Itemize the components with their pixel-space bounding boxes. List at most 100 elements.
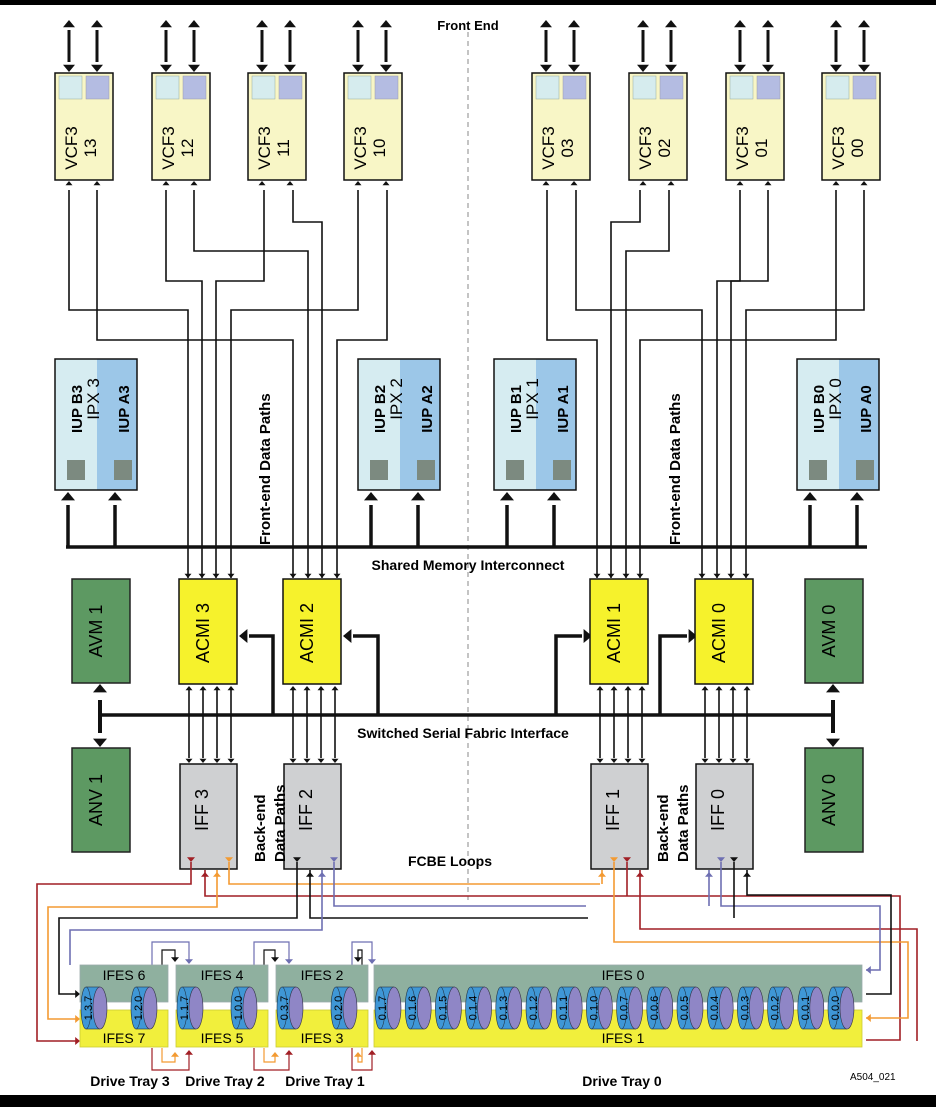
arrow-down-icon [304, 573, 312, 578]
ipx-box-border [796, 358, 880, 491]
arrow-up-icon [331, 686, 339, 691]
arrow-up-icon [610, 686, 618, 691]
arrow-up-icon [201, 872, 209, 877]
drive-cap [188, 986, 204, 1030]
acmi-label: ACMI 1 [604, 603, 624, 663]
iff-card: IFF 2 [283, 763, 342, 870]
acmi-card: ACMI 0 [694, 578, 754, 763]
arrow-up-icon [596, 686, 604, 691]
arrow-right-icon [688, 629, 697, 643]
iup-port-a [553, 460, 571, 480]
vcf-port-a [825, 75, 850, 100]
drive-disk: 1.1.7 [176, 986, 204, 1030]
drive-label: 1.3.7 [83, 996, 95, 1020]
arrow-down-icon [91, 64, 103, 72]
vcf-port-a [155, 75, 180, 100]
drive-disk: 1.2.0 [130, 986, 158, 1030]
arrow-down-icon [713, 573, 721, 578]
ifes-bottom-label: IFES 1 [602, 1030, 645, 1046]
arrow-right-icon [75, 990, 80, 998]
drive-cap [598, 986, 613, 1030]
front-end-paths-left-label: Front-end Data Paths [257, 393, 274, 545]
drive-disk: 0.1.4 [465, 986, 492, 1030]
arrow-down-icon [318, 573, 326, 578]
arrow-left-icon [239, 629, 248, 643]
iff-box [590, 763, 649, 870]
arrow-down-icon [185, 758, 193, 763]
anv-card: ANV 1 [71, 747, 131, 853]
arrow-up-icon [352, 20, 364, 28]
drive-cap [92, 986, 108, 1030]
fabric-acmi-link [353, 634, 380, 715]
iup-port-b [67, 460, 85, 480]
avm-card: AVM 0 [804, 578, 864, 684]
drive-back [276, 986, 288, 1030]
arrow-up-icon [258, 181, 266, 186]
arrow-down-icon [623, 857, 631, 862]
arrow-up-icon [188, 20, 200, 28]
drive-cap [416, 986, 432, 1030]
vcf-port-b [659, 75, 684, 100]
switched-fabric-label: Switched Serial Fabric Interface [357, 725, 569, 741]
drive-label: 0.1.1 [558, 996, 570, 1020]
vcf-label-name: VCF3 [351, 126, 370, 169]
drive-disk: 0.0.5 [676, 986, 704, 1030]
acmi-label: ACMI 0 [709, 603, 729, 663]
vcf-port-a [632, 75, 657, 100]
anv-card: ANV 0 [804, 747, 864, 853]
ipx-label: IPX 0 [826, 378, 845, 420]
vcf-label-name: VCF3 [829, 126, 848, 169]
arrow-up-icon [61, 492, 75, 501]
drive-cap [718, 986, 734, 1030]
ifes-jumper [161, 1048, 176, 1063]
drive-back [525, 986, 537, 1030]
ifes-jumper [351, 1048, 373, 1071]
drive-label: 0.0.6 [649, 996, 661, 1020]
arrow-down-icon [830, 64, 842, 72]
vcf-label-name: VCF3 [255, 126, 274, 169]
arrow-down-icon [610, 857, 618, 862]
drive-cap [809, 986, 825, 1030]
arrow-up-icon [764, 181, 772, 186]
drive-label: 0.0.5 [679, 996, 691, 1020]
drive-label: 0.1.7 [377, 996, 389, 1020]
fcbe-loop-path [228, 862, 600, 885]
ifes-jumper [263, 949, 276, 965]
arrow-down-icon [160, 64, 172, 72]
arrow-up-icon [256, 20, 268, 28]
drive-back [646, 986, 658, 1030]
acmi-card: ACMI 3 [178, 578, 238, 763]
drive-back [80, 986, 92, 1030]
iup-port-a [417, 460, 435, 480]
arrow-down-icon [665, 64, 677, 72]
iff-box [179, 763, 238, 870]
arrow-up-icon [317, 686, 325, 691]
front-end-data-path [546, 190, 598, 578]
arrow-up-icon [108, 492, 122, 501]
fcbe-loop-path [204, 870, 901, 1041]
arrow-up-icon [93, 684, 107, 693]
arrow-up-icon [382, 181, 390, 186]
arrow-down-icon [636, 573, 644, 578]
drive-disk: 0.1.6 [404, 986, 432, 1030]
vcf-port-a [729, 75, 754, 100]
drive-back [404, 986, 416, 1030]
arrow-up-icon [734, 20, 746, 28]
iff-box [283, 763, 342, 870]
arrow-down-icon [610, 758, 618, 763]
arrow-down-icon [380, 64, 392, 72]
arrow-down-icon [93, 738, 107, 747]
fcbe-loop-path [746, 870, 892, 995]
fcbe-loop-path [69, 870, 323, 965]
iup-port-b [809, 460, 827, 480]
vcf-label-number: 11 [274, 139, 293, 157]
arrow-up-icon [715, 686, 723, 691]
arrow-down-icon [289, 573, 297, 578]
arrow-left-icon [866, 966, 871, 974]
arrow-down-icon [227, 573, 235, 578]
drive-label: 1.2.0 [133, 996, 145, 1020]
iup-a-label: IUP A0 [858, 385, 875, 433]
